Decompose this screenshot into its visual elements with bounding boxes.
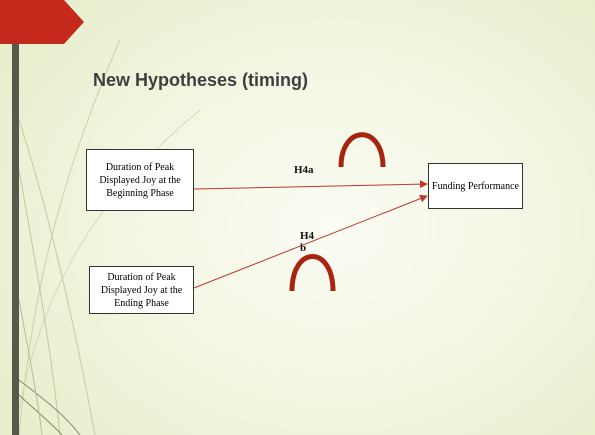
inverted-u-arc-icon — [338, 132, 386, 168]
left-accent-bar — [12, 0, 19, 435]
inverted-u-arc-icon — [289, 254, 336, 292]
slide-title: New Hypotheses (timing) — [93, 70, 309, 90]
box-ending-phase: Duration of Peak Displayed Joy at the En… — [89, 266, 194, 314]
box-beginning-phase: Duration of Peak Displayed Joy at the Be… — [86, 149, 194, 211]
arrow-beginning-to-funding — [193, 180, 428, 190]
label-h4a: H4a — [294, 164, 314, 176]
box-funding-performance: Funding Performance — [428, 163, 523, 209]
accent-tab — [0, 0, 84, 44]
label-h4b: H4b — [300, 230, 315, 254]
arrow-ending-to-funding — [193, 194, 428, 289]
